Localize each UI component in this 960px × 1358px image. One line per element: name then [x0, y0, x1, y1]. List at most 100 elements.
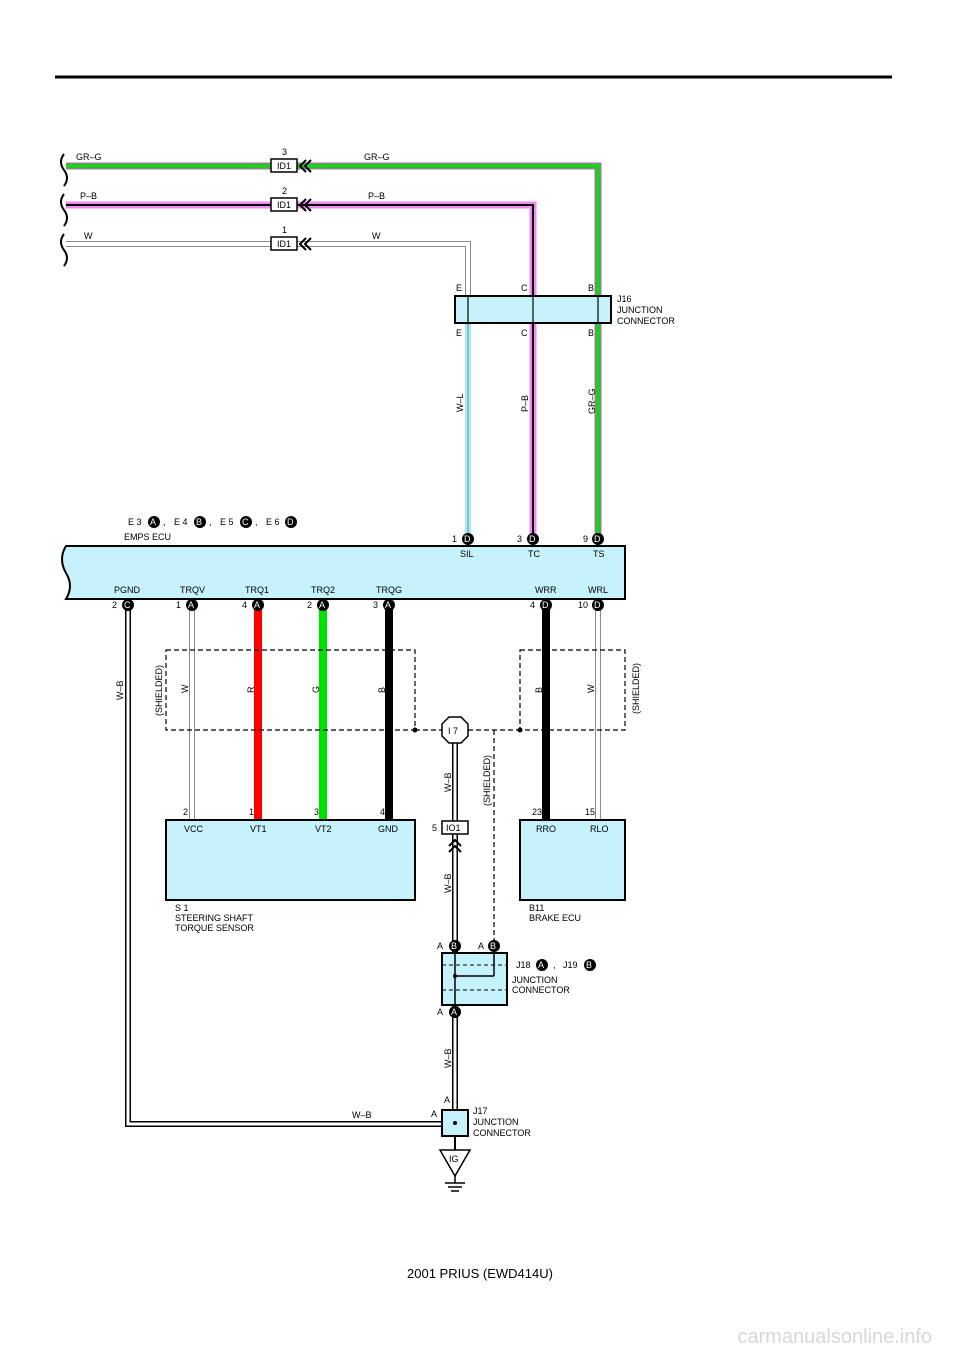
j19-pin: A B: [478, 940, 500, 952]
shield-label: (SHIELDED): [631, 663, 641, 714]
svg-text:ID1: ID1: [277, 161, 291, 171]
svg-text:A: A: [254, 600, 260, 610]
emps-pin-name: TRQ1: [245, 585, 269, 595]
wire-label: P–B: [80, 191, 97, 201]
s1-pin-name: GND: [378, 824, 399, 834]
svg-text:2: 2: [307, 600, 312, 610]
svg-text:B: B: [490, 941, 496, 951]
wire-label: W–L: [455, 393, 465, 412]
emps-bottom-pin: 10 D: [578, 599, 604, 611]
shield-right: [468, 649, 626, 965]
svg-text:J19: J19: [563, 960, 578, 970]
emps-ecu-title: EMPS ECU: [124, 532, 171, 542]
wire-label: P–B: [520, 395, 530, 412]
emps-top-pin-ts: 9 D TS: [583, 533, 605, 559]
svg-text:D: D: [542, 600, 549, 610]
svg-text:IO1: IO1: [446, 823, 461, 833]
svg-text:2: 2: [112, 600, 117, 610]
wire-label: W: [84, 231, 93, 241]
emps-connector-legend: E 3 A , E 4 B , E 5 C , E 6 D: [128, 516, 297, 528]
j18-j19-legend: J18 A , J19 B: [516, 959, 596, 971]
svg-text:SIL: SIL: [460, 549, 474, 559]
shield-label: (SHIELDED): [482, 755, 492, 806]
wire-break-mark: [60, 193, 68, 227]
b11-pin-num: 23: [532, 807, 542, 817]
j16-pin-label: C: [521, 328, 528, 338]
shield-label: (SHIELDED): [154, 665, 164, 716]
svg-text:A: A: [478, 941, 484, 951]
svg-text:,: ,: [163, 517, 166, 527]
svg-text:1: 1: [176, 600, 181, 610]
svg-text:10: 10: [578, 600, 588, 610]
svg-text:D: D: [594, 600, 601, 610]
wire-label: W: [372, 231, 381, 241]
j16-title: J16: [617, 294, 632, 304]
emps-pin-name: WRR: [535, 585, 557, 595]
emps-top-pin-sil: 1 D SIL: [452, 533, 474, 559]
svg-text:E 5: E 5: [220, 517, 234, 527]
wire-label: W–B: [115, 680, 125, 700]
svg-text:4: 4: [530, 600, 535, 610]
wire-break-mark: [60, 153, 68, 187]
b11-pin-name: RLO: [590, 824, 609, 834]
svg-text:C: C: [242, 517, 249, 527]
j17-pin-label: A: [431, 1109, 437, 1119]
shield-junction-dot: [517, 727, 523, 733]
svg-text:A: A: [319, 600, 325, 610]
s1-pin-name: VT2: [315, 824, 332, 834]
j16-pin-label: E: [456, 328, 462, 338]
wire-label: P–B: [368, 191, 385, 201]
svg-text:5: 5: [432, 823, 437, 833]
connector-id1-1: 1 ID1: [270, 225, 312, 251]
emps-bottom-pin: 1 A: [176, 599, 198, 611]
j17-title: J17: [473, 1106, 488, 1116]
svg-text:I 7: I 7: [448, 726, 458, 736]
svg-text:ID1: ID1: [277, 239, 291, 249]
svg-text:D: D: [287, 517, 294, 527]
s1-title: TORQUE SENSOR: [175, 923, 254, 933]
emps-pin-name: TRQG: [376, 585, 402, 595]
j18-j19-title: JUNCTION: [512, 975, 558, 985]
wire-gr-g: [66, 162, 602, 538]
emps-bottom-pin: 2 C: [112, 599, 134, 611]
b11-pin-num: 15: [585, 807, 595, 817]
wire-label: G: [311, 686, 321, 693]
wire-label: W–B: [443, 1048, 453, 1068]
wire-label: GR–G: [364, 152, 390, 162]
j18-pin: A B: [437, 940, 461, 952]
b11-title: B11: [529, 903, 544, 913]
ground-ig: IG: [438, 1149, 472, 1178]
wire-label: B: [534, 687, 544, 693]
svg-text:3: 3: [517, 534, 522, 544]
svg-text:D: D: [464, 534, 471, 544]
svg-text:2: 2: [282, 186, 287, 196]
svg-text:IG: IG: [449, 1154, 459, 1164]
wire-label: W–B: [443, 772, 453, 792]
j16-junction-connector: [454, 295, 612, 324]
s1-pin-num: 1: [249, 807, 254, 817]
j18-j19-junction-connector: [441, 952, 508, 1006]
svg-text:B: B: [451, 941, 457, 951]
b11-pin-name: RRO: [536, 824, 556, 834]
svg-text:A: A: [451, 1007, 457, 1017]
s1-pin-num: 4: [380, 807, 385, 817]
svg-text:E 6: E 6: [266, 517, 280, 527]
s1-title: S 1: [175, 903, 189, 913]
connector-id1-3: 3 ID1: [270, 147, 312, 173]
svg-text:A: A: [150, 517, 156, 527]
s1-pin-num: 3: [314, 807, 319, 817]
wire-label: W–B: [352, 1110, 372, 1120]
svg-text:C: C: [124, 600, 131, 610]
shield-junction-dot: [412, 727, 418, 733]
j17-title: JUNCTION: [473, 1117, 519, 1127]
svg-text:,: ,: [553, 960, 556, 970]
i7-splice: I 7: [441, 716, 469, 744]
wire-w-top: [66, 241, 471, 300]
svg-text:4: 4: [242, 600, 247, 610]
svg-text:TS: TS: [593, 549, 605, 559]
svg-text:A: A: [188, 600, 194, 610]
svg-text:3: 3: [373, 600, 378, 610]
svg-text:E 4: E 4: [174, 517, 188, 527]
connector-id1-2: 2 ID1: [270, 186, 312, 212]
ground-icon: [445, 1176, 465, 1192]
